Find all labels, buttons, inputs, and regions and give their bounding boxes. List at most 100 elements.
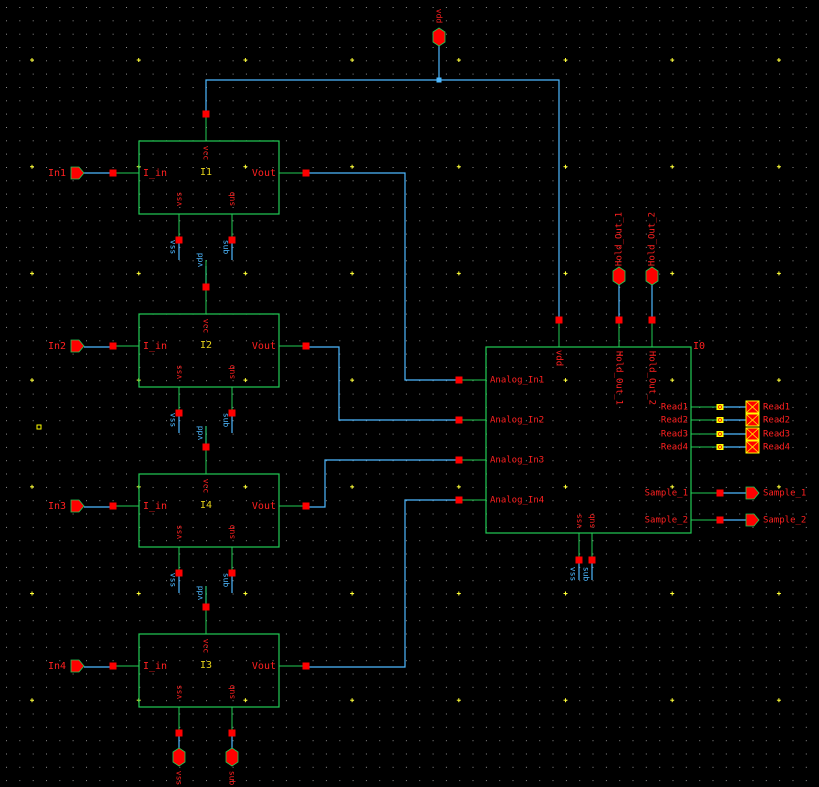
grid-dot [312, 340, 314, 342]
pin-terminal-read4[interactable] [716, 444, 724, 450]
pin-i-in[interactable] [109, 662, 117, 670]
pin-vout[interactable] [302, 502, 310, 510]
pin-vdd-junction[interactable] [202, 443, 210, 451]
wire-vdd-bus-right[interactable] [439, 79, 560, 320]
inout-pin-sub[interactable] [225, 747, 239, 767]
output-pin-sample_2[interactable] [745, 513, 760, 527]
pin-analog-in-3[interactable] [455, 456, 463, 464]
pin-vss[interactable] [175, 236, 183, 244]
inout-pin-vss[interactable] [172, 747, 186, 767]
grid-dot [245, 780, 247, 782]
pin-terminal-sample_2[interactable] [716, 516, 724, 524]
pin-terminal-read3[interactable] [716, 431, 724, 437]
input-pin-in1[interactable] [70, 166, 85, 180]
wire-vdd-bus-left[interactable] [205, 79, 439, 114]
grid-dot [325, 673, 327, 675]
grid-dot [139, 233, 141, 235]
grid-dot [645, 393, 647, 395]
pin-vout[interactable] [302, 169, 310, 177]
pin-terminal-sample_1[interactable] [716, 489, 724, 497]
grid-dot [632, 140, 634, 142]
grid-dot [659, 420, 661, 422]
input-pin-in3[interactable] [70, 499, 85, 513]
pin-top-hold_out_2[interactable] [648, 316, 656, 324]
grid-dot [592, 406, 594, 408]
pin-i-in[interactable] [109, 342, 117, 350]
grid-dot [19, 713, 21, 715]
grid-dot [792, 646, 794, 648]
pin-top-hold_out_1[interactable] [615, 316, 623, 324]
pin-bottom-sub[interactable] [588, 556, 596, 564]
pin-vout[interactable] [302, 662, 310, 670]
instance-body[interactable] [138, 313, 280, 388]
pin-vcc-top[interactable] [202, 110, 210, 118]
output-pin-sample_1[interactable] [745, 486, 760, 500]
pin-terminal-read2[interactable] [716, 417, 724, 423]
pin-vdd-junction[interactable] [202, 283, 210, 291]
instance-body[interactable] [138, 633, 280, 708]
inout-pin-vdd[interactable] [432, 27, 446, 47]
pin-vss[interactable] [175, 409, 183, 417]
grid-dot [592, 260, 594, 262]
io-pin-read4[interactable]: Read4 [745, 440, 790, 454]
pin-vdd-junction[interactable] [202, 603, 210, 611]
io-pin-read2[interactable]: Read2 [745, 413, 790, 427]
input-pin-in2[interactable] [70, 339, 85, 353]
pin-vout[interactable] [302, 342, 310, 350]
grid-dot [192, 47, 194, 48]
pin-terminal-read1[interactable] [716, 404, 724, 410]
pin-i-in[interactable] [109, 169, 117, 177]
grid-dot [539, 127, 541, 128]
grid-dot [485, 140, 487, 142]
grid-dot [525, 87, 527, 88]
inout-pin-hold_out_2[interactable] [645, 266, 659, 286]
wire-out1[interactable] [306, 172, 459, 381]
grid-dot [752, 207, 754, 208]
grid-dot [805, 446, 807, 448]
wire-out3[interactable] [306, 459, 459, 508]
pin-vss[interactable] [175, 729, 183, 737]
pin-sub[interactable] [228, 569, 236, 577]
grid-dot [752, 180, 754, 182]
grid-dot [339, 180, 341, 182]
grid-dot [166, 87, 167, 88]
pin-sub[interactable] [228, 729, 236, 737]
instance-i0[interactable]: I0Analog_In1Analog_In2Analog_In3Analog_I… [455, 316, 724, 564]
instance-body[interactable] [138, 140, 280, 215]
pin-sub[interactable] [228, 236, 236, 244]
grid-dot [499, 433, 501, 435]
io-pin-read1[interactable]: Read1 [745, 400, 790, 414]
grid-dot [59, 513, 61, 515]
instance-name: I4 [200, 500, 212, 511]
grid-dot [152, 686, 154, 688]
pin-vss[interactable] [175, 569, 183, 577]
wire-out4[interactable] [306, 499, 459, 668]
grid-dot [72, 473, 74, 475]
pin-sub[interactable] [228, 409, 236, 417]
grid-dot [46, 260, 47, 262]
inout-pin-hold_out_1[interactable] [612, 266, 626, 286]
pin-top-vdd[interactable] [555, 316, 563, 324]
pin-analog-in-4[interactable] [455, 496, 463, 504]
main-block-body[interactable] [485, 346, 692, 534]
pin-analog-in-2[interactable] [455, 416, 463, 424]
input-pin-in4[interactable] [70, 659, 85, 673]
grid-dot [712, 20, 714, 22]
grid-dot [272, 300, 274, 302]
grid-dot [365, 606, 367, 608]
io-pin-read3[interactable]: Read3 [745, 427, 790, 441]
wire-out2[interactable] [306, 346, 459, 421]
grid-dot [325, 60, 327, 62]
grid-dot [245, 300, 247, 302]
pin-bottom-vss[interactable] [575, 556, 583, 564]
grid-dot [126, 273, 127, 275]
pin-analog-in-1[interactable] [455, 376, 463, 384]
grid-major-mark [563, 378, 568, 383]
pin-i-in[interactable] [109, 502, 117, 510]
instance-body[interactable] [138, 473, 280, 548]
